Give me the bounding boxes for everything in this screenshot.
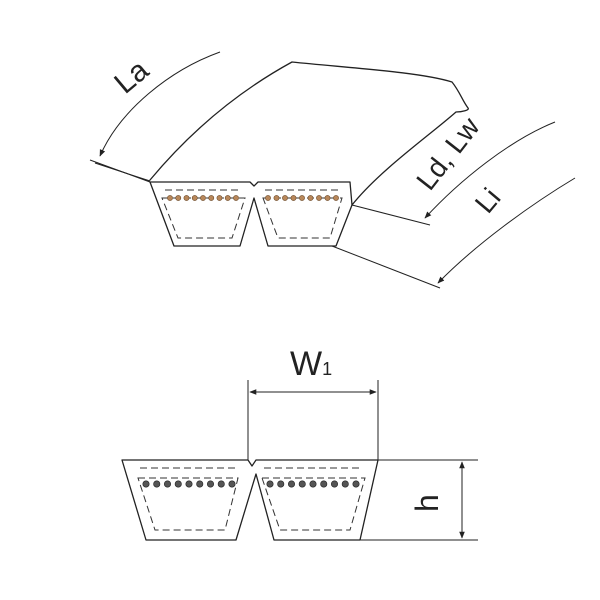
label-w1: W1: [290, 345, 332, 383]
cord: [216, 195, 223, 201]
cord: [290, 195, 297, 201]
cord: [191, 195, 198, 201]
cord: [277, 480, 285, 488]
section-inner-right: [261, 477, 366, 531]
cord: [309, 480, 317, 488]
label-ld-lw: Ld, Lw: [410, 111, 486, 196]
cord: [265, 195, 271, 201]
cord: [298, 480, 306, 488]
belt-front-profile: [149, 181, 353, 247]
cord: [208, 195, 215, 201]
rib-inner-right: [262, 197, 343, 239]
ref-line-li: [331, 245, 441, 289]
belt-perspective-view: La Ld, Lw Li: [89, 51, 576, 289]
cord: [167, 195, 173, 201]
cord: [217, 480, 225, 488]
cord: [352, 480, 360, 488]
cord: [316, 195, 322, 201]
cord: [282, 195, 288, 201]
cord: [224, 195, 231, 201]
rib-inner-left: [161, 197, 246, 239]
cord: [299, 195, 305, 201]
ext-line-la: [94, 162, 151, 182]
ld-arc-arrow: [424, 121, 556, 219]
li-arc-arrow: [437, 177, 576, 284]
cord: [228, 480, 236, 488]
la-arc-arrow: [99, 51, 221, 157]
cord: [320, 480, 328, 488]
cord: [266, 480, 274, 488]
cord: [273, 195, 280, 201]
cord: [207, 480, 215, 488]
belt-cross-section: W1 h: [121, 345, 478, 541]
belt-top-surface: [149, 61, 469, 206]
cord: [333, 195, 339, 201]
label-li: Li: [469, 182, 507, 219]
cord: [142, 480, 150, 488]
cord: [185, 480, 193, 488]
cord: [287, 480, 295, 488]
cords-top-row: [167, 195, 339, 201]
cord: [153, 480, 161, 488]
ref-line-ld: [351, 204, 431, 226]
cord: [307, 195, 314, 201]
cord: [175, 195, 182, 201]
cross-section-profile: [121, 459, 379, 541]
section-inner-left: [137, 477, 239, 531]
cord: [233, 195, 239, 201]
cord: [330, 480, 338, 488]
cord: [183, 195, 190, 201]
cord: [174, 480, 182, 488]
label-h: h: [409, 494, 445, 512]
cords-bottom-row: [142, 480, 360, 488]
cord: [341, 480, 349, 488]
cord: [196, 480, 204, 488]
cord: [200, 195, 206, 201]
cord: [164, 480, 172, 488]
cord: [324, 195, 331, 201]
